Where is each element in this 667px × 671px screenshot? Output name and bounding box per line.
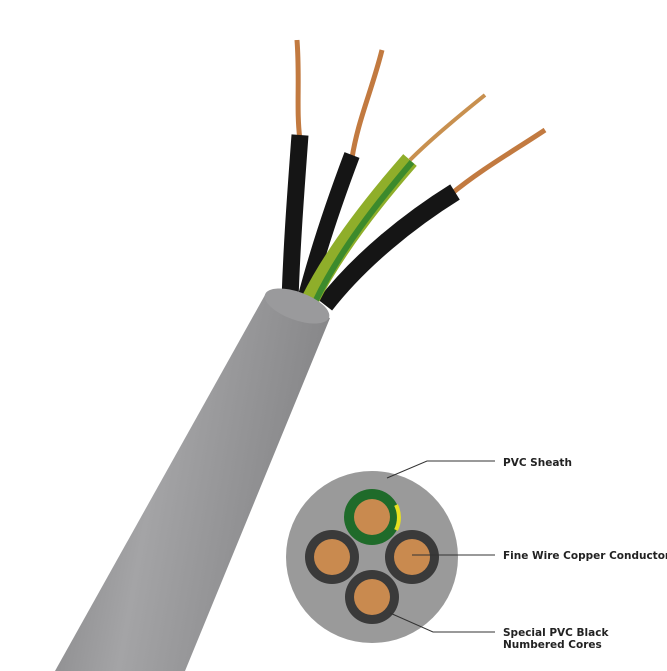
label-pvc-sheath: PVC Sheath	[503, 457, 572, 469]
cores-leader-line	[389, 612, 495, 633]
label-cores-line1: Special PVC Black	[503, 627, 609, 639]
pvc-sheath-tube	[55, 295, 330, 671]
label-cores-line2: Numbered Cores	[503, 639, 602, 651]
label-fine-wire-copper-conductors: Fine Wire Copper Conductors	[503, 550, 667, 562]
sheath-leader-line	[386, 460, 495, 479]
cable-wires	[281, 39, 547, 311]
cross-section-diagram	[286, 471, 458, 643]
